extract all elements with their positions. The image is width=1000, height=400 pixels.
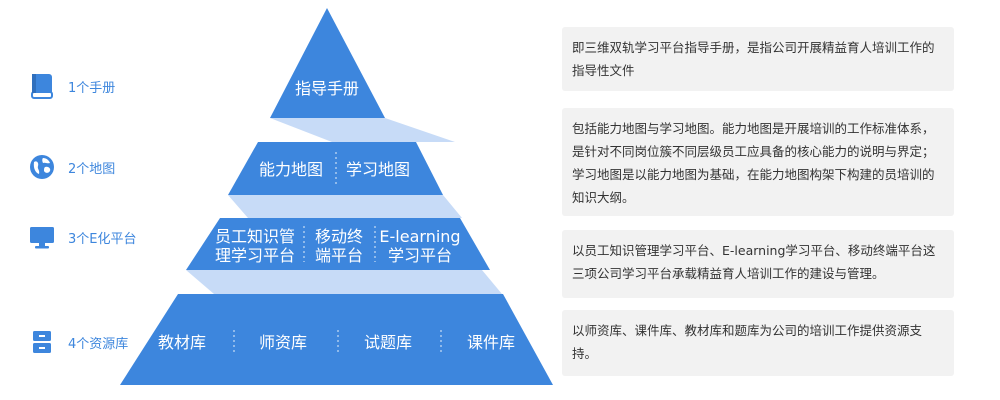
left-label-manual: 1个手册 [28, 72, 115, 100]
tier1-label: 指导手册 [295, 79, 359, 98]
tier1-block [270, 8, 385, 118]
tier3-item-1-line1: 员工知识管 [215, 227, 295, 246]
description-platforms: 以员工知识管理学习平台、E-learning学习平台、移动终端平台这三项公司学习… [562, 230, 954, 298]
description-resources: 以师资库、课件库、教材库和题库为公司的培训工作提供资源支持。 [562, 310, 954, 376]
tier3-item-2-line1: 移动终 [315, 227, 363, 246]
left-label-text: 1个手册 [68, 80, 116, 96]
monitor-icon [28, 223, 56, 251]
tier4-item-3: 试题库 [364, 333, 412, 352]
tier4-item-4: 课件库 [467, 333, 515, 352]
tier2-item-2: 学习地图 [346, 160, 410, 179]
description-manual: 即三维双轨学习平台指导手册，是指公司开展精益育人培训工作的指导性文件 [562, 27, 954, 91]
tier3-block [186, 218, 490, 270]
connector-3-4 [186, 270, 502, 294]
left-label-maps: 2个地图 [28, 153, 115, 181]
globe-icon [28, 153, 56, 181]
left-label-text: 4个资源库 [68, 336, 129, 352]
left-label-platforms: 3个E化平台 [28, 223, 137, 251]
connector-1-2 [270, 118, 455, 142]
connector-2-3 [228, 195, 462, 218]
left-label-text: 3个E化平台 [68, 231, 137, 247]
tier4-item-2: 师资库 [259, 333, 307, 352]
database-icon [28, 328, 56, 356]
left-label-resources: 4个资源库 [28, 328, 128, 356]
pyramid: 指导手册 能力地图 学习地图 员工知识管 理学习平台 移动终 端平台 E-lea… [120, 8, 553, 385]
left-label-text: 2个地图 [68, 161, 116, 177]
tier3-item-1-line2: 理学习平台 [215, 246, 295, 265]
tier2-item-1: 能力地图 [259, 160, 323, 179]
tier3-item-2-line2: 端平台 [315, 246, 363, 265]
tier3-item-3-line2: 学习平台 [388, 246, 452, 265]
book-icon [28, 72, 56, 100]
description-maps: 包括能力地图与学习地图。能力地图是开展培训的工作标准体系，是针对不同岗位簇不同层… [562, 108, 954, 216]
tier4-item-1: 教材库 [158, 333, 206, 352]
tier3-item-3-line1: E-learning [379, 227, 460, 246]
tier4-block [120, 294, 553, 385]
